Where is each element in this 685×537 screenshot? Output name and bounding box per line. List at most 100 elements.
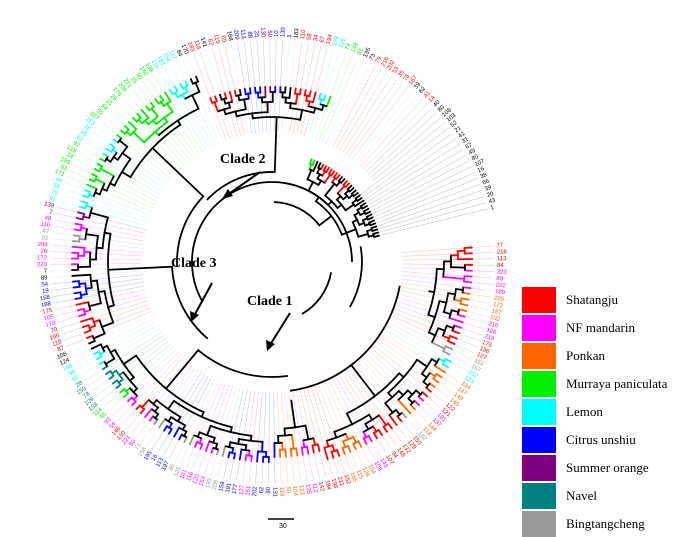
leaf-guide-line — [70, 170, 154, 208]
tip-label: 113 — [239, 29, 246, 40]
branch-segment — [160, 96, 163, 100]
branch-segment — [155, 420, 158, 424]
branch-segment — [200, 438, 202, 443]
branch-segment — [346, 205, 354, 211]
branch-segment — [329, 170, 332, 174]
leaf-guide-line — [219, 47, 241, 136]
branch-segment — [236, 111, 237, 116]
legend-label: Summer orange — [566, 460, 649, 476]
leaf-guide-line — [402, 268, 494, 272]
legend-swatch — [522, 399, 556, 425]
leaf-guide-line — [61, 195, 149, 223]
tip-label: 19 — [42, 288, 50, 295]
leaf-guide-line — [402, 252, 494, 256]
backbone-arc — [198, 350, 288, 377]
branch-segment — [80, 207, 86, 209]
branch-segment — [460, 304, 467, 306]
branch-segment — [81, 228, 87, 229]
branch-segment — [337, 182, 340, 186]
branch-segment — [408, 390, 412, 394]
leaf-guide-line — [281, 392, 288, 484]
legend-swatch — [522, 371, 556, 397]
legend-swatch — [522, 483, 556, 509]
leaf-guide-line — [72, 318, 155, 358]
tip-label: 7 — [48, 210, 53, 217]
branch-segment — [325, 184, 334, 196]
branch-segment — [371, 227, 376, 229]
branch-segment — [291, 449, 292, 456]
branch-segment — [292, 435, 294, 449]
branch-segment — [78, 309, 84, 311]
branch-segment — [114, 140, 118, 143]
branch-segment — [101, 169, 114, 176]
branch-segment — [85, 310, 91, 312]
leaf-guide-line — [193, 383, 226, 469]
branch-segment — [443, 364, 448, 367]
branch-segment — [338, 186, 345, 193]
branch-segment — [435, 366, 445, 373]
branch-segment — [134, 389, 138, 393]
branch-segment — [353, 220, 357, 222]
branch-segment — [432, 342, 445, 348]
leaf-guide-line — [335, 376, 380, 456]
branch-segment — [433, 379, 438, 383]
leaf-guide-line — [375, 341, 448, 397]
branch-segment — [192, 95, 199, 109]
leaf-guide-line — [263, 40, 267, 132]
branch-segment — [336, 175, 339, 179]
leaf-guide-line — [373, 123, 445, 181]
leaf-guide-line — [256, 392, 263, 484]
leaf-guide-line — [398, 294, 487, 317]
branch-segment — [374, 433, 377, 438]
branch-segment — [334, 432, 336, 438]
tip-label: 89 — [496, 276, 504, 283]
branch-segment — [244, 99, 246, 109]
leaf-guide-line — [143, 82, 197, 157]
branch-segment — [126, 388, 130, 391]
branch-segment — [89, 195, 94, 197]
branch-segment — [341, 179, 344, 183]
branch-segment — [91, 281, 97, 282]
branch-segment — [134, 396, 138, 400]
branch-segment — [223, 446, 226, 456]
branch-segment — [365, 212, 370, 214]
branch-segment — [107, 149, 111, 152]
tip-label: 202 — [252, 486, 259, 497]
tip-label: 92 — [41, 235, 49, 242]
branch-segment — [300, 89, 301, 94]
legend-swatch — [522, 343, 556, 369]
clade-1-label: Clade 1 — [247, 294, 293, 309]
tip-label: 1 — [490, 205, 495, 212]
legend-item-nf-mandarin: NF mandarin — [522, 315, 682, 341]
branch-segment — [310, 91, 311, 96]
branch-segment — [165, 93, 170, 101]
branch-segment — [327, 97, 330, 106]
branch-segment — [353, 437, 356, 443]
leaf-guide-line — [360, 99, 423, 167]
branch-segment — [373, 426, 376, 431]
branch-segment — [337, 450, 339, 456]
branch-segment — [353, 444, 355, 449]
legend-label: Ponkan — [566, 348, 605, 364]
branch-segment — [224, 99, 226, 104]
leaf-guide-line — [148, 78, 199, 154]
branch-segment — [159, 419, 165, 427]
branch-segment — [351, 365, 375, 396]
branch-segment — [210, 98, 212, 103]
branch-segment — [73, 241, 79, 242]
branch-segment — [430, 383, 435, 387]
tip-label: 131 — [271, 487, 277, 498]
branch-segment — [367, 215, 372, 217]
branch-segment — [196, 77, 198, 82]
tip-label: 203 — [37, 242, 48, 249]
leaf-guide-line — [165, 68, 210, 149]
branch-segment — [367, 230, 372, 232]
tip-label: 26 — [40, 249, 48, 255]
backbone-arc — [274, 202, 320, 225]
legend-item-shatangju: Shatangju — [522, 287, 682, 313]
branch-segment — [438, 328, 445, 331]
branch-segment — [348, 446, 350, 452]
branch-segment — [310, 159, 312, 164]
leaf-guide-line — [355, 91, 414, 162]
branch-segment — [139, 120, 142, 124]
